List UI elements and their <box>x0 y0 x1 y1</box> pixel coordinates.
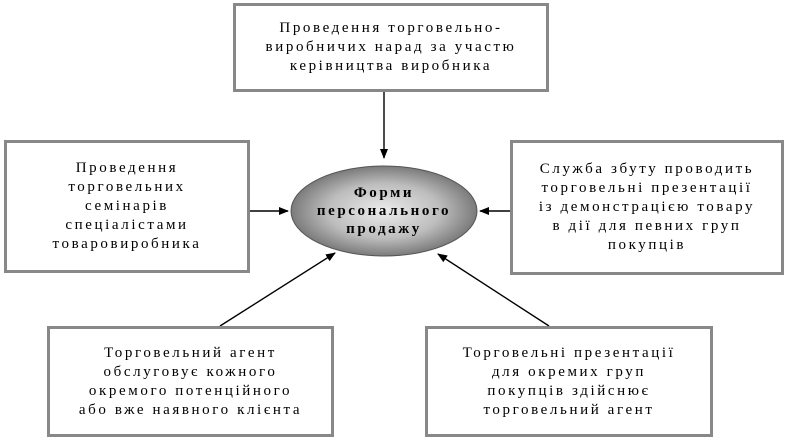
bottom-right-box: Торговельні презентації для окремих груп… <box>425 326 713 437</box>
box-text-line: із демонстрацією товару <box>538 199 756 215</box>
left-box: Проведення торговельних семінарів спеціа… <box>4 140 250 273</box>
box-text-line: для окремих груп <box>491 363 647 380</box>
box-text-line: Проведення <box>75 160 179 176</box>
box-text-line: покупців здійснює <box>487 382 651 399</box>
bottom-left-box: Торговельний агент обслуговує кожного ок… <box>47 326 334 437</box>
box-text-line: покупців <box>607 237 687 253</box>
box-text-line: спеціалістами <box>65 217 189 233</box>
box-text-line: або вже наявного клієнта <box>78 401 303 418</box>
center-line: продажу <box>346 221 422 237</box>
arrow-bottom-right-to-center <box>437 253 550 327</box>
top-box: Проведення торговельно- виробничих нарад… <box>233 3 549 92</box>
box-text-line: Служба збуту проводить <box>539 161 755 177</box>
box-text-line: в дії для певних груп <box>552 218 742 234</box>
box-text-line: торговельних <box>68 179 186 195</box>
box-text-line: торговельний агент <box>483 401 655 418</box>
box-text-line: товаровиробника <box>52 236 202 252</box>
box-text-line: окремого потенційного <box>88 382 293 399</box>
right-box: Служба збуту проводить торговельні презе… <box>510 140 784 275</box>
box-text-line: керівництва виробника <box>289 58 493 74</box>
center-line: персонального <box>316 203 452 219</box>
center-ellipse <box>290 165 478 257</box>
box-text-line: обслуговує кожного <box>103 363 278 380</box>
arrow-bottom-left-to-center <box>219 252 336 327</box>
box-text-line: Торговельні презентації <box>462 344 676 361</box>
box-text-line: семінарів <box>85 198 169 214</box>
center-line: Форми <box>353 185 415 201</box>
box-text-line: Торговельний агент <box>104 344 277 361</box>
box-text-line: Проведення торговельно- <box>279 20 503 36</box>
box-text-line: торговельні презентації <box>541 180 753 196</box>
box-text-line: виробничих нарад за участю <box>265 39 517 55</box>
center-label: Форми персонального продажу <box>291 166 477 256</box>
